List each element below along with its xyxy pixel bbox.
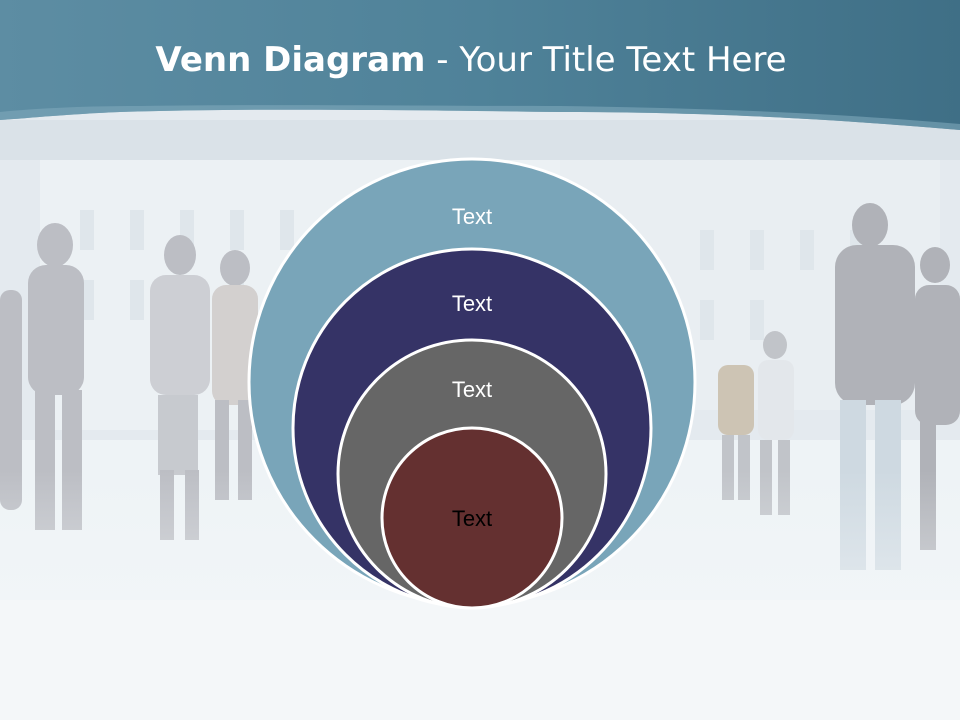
header-band-highlight bbox=[0, 105, 960, 130]
title-bold-part: Venn Diagram bbox=[155, 40, 426, 80]
circle-second-label: Text bbox=[452, 291, 492, 316]
circle-inner-label: Text bbox=[452, 506, 492, 531]
header-band bbox=[0, 0, 960, 130]
circle-outer-label: Text bbox=[452, 204, 492, 229]
slide-title[interactable]: Venn Diagram - Your Title Text Here bbox=[0, 40, 942, 80]
circle-third-label: Text bbox=[452, 377, 492, 402]
bottom-area bbox=[0, 600, 960, 720]
nested-circles-diagram: Text Text Text Text bbox=[247, 157, 697, 610]
circle-inner[interactable] bbox=[380, 426, 564, 610]
title-rest-part: - Your Title Text Here bbox=[425, 40, 787, 80]
